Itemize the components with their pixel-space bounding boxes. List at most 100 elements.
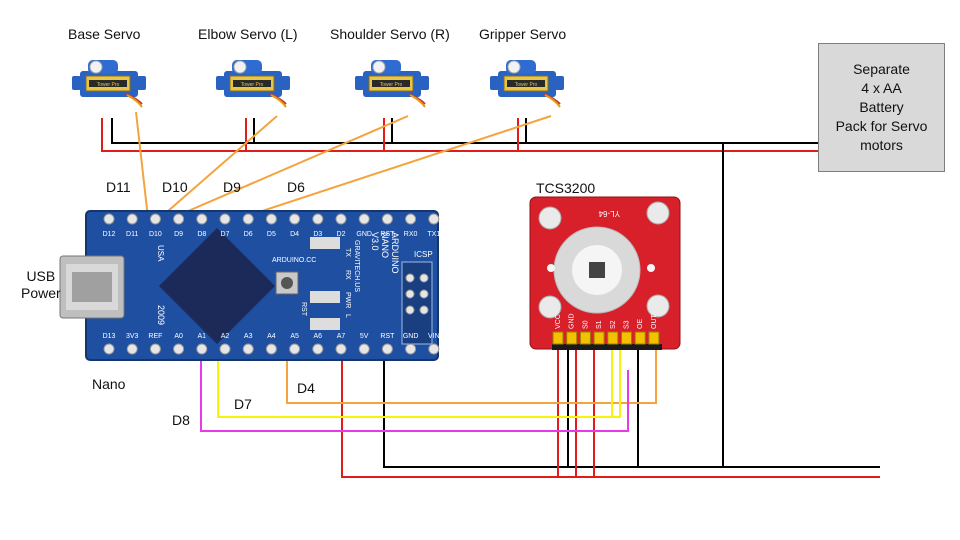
nano-top-pin-hole — [289, 213, 301, 225]
nano-bottom-pin-label: GND — [403, 333, 419, 340]
nano-bottom-pin-label: 5V — [360, 333, 369, 340]
signal-d6-gripper — [240, 115, 552, 219]
nano-bottom-pin-hole — [405, 343, 417, 355]
gripper-servo-label: Gripper Servo — [479, 26, 567, 42]
nano-top-pin-hole — [428, 213, 440, 225]
battery-pack-box: Separate 4 x AA Battery Pack for Servo m… — [818, 43, 945, 172]
sensor-header-pin — [579, 331, 591, 345]
nano-top-pin-hole — [173, 213, 185, 225]
nano-bottom-pin-hole — [126, 343, 138, 355]
nano-top-pin-hole — [103, 213, 115, 225]
nano-bottom-pin-label: A3 — [244, 333, 253, 340]
nano-top-pin-label: D8 — [197, 231, 206, 238]
nano-bottom-pin-label: A7 — [337, 333, 346, 340]
sensor-header-pin — [593, 331, 605, 345]
servo-sticker-text: Tower Pro — [380, 82, 403, 88]
nano-bottom-pin-label: A2 — [221, 333, 230, 340]
battery-label-line: 4 x AA — [861, 80, 902, 96]
nano-top-pin-hole — [149, 213, 161, 225]
sensor-header-pin — [566, 331, 578, 345]
nano-silk-arduino-cc: ARDUINO.CC — [272, 257, 316, 264]
nano-bottom-pin-label: A1 — [198, 333, 207, 340]
sensor-header-pin — [552, 331, 564, 345]
servo-sticker-text: Tower Pro — [97, 82, 120, 88]
pin-label-d7: D7 — [234, 396, 252, 412]
signal-d7-s3 — [612, 348, 621, 418]
nano-bottom-pin-hole — [149, 343, 161, 355]
nano-top-pin-hole — [381, 213, 393, 225]
nano-top-pin-label: D7 — [221, 231, 230, 238]
nano-top-pin-hole — [335, 213, 347, 225]
pin-label-d9: D9 — [223, 179, 241, 195]
nano-bottom-pin-hole — [265, 343, 277, 355]
pin-label-d11: D11 — [106, 179, 131, 195]
battery-label-line: Pack for Servo — [835, 118, 928, 134]
nano-top-pin-label: RX0 — [404, 231, 418, 238]
nano-bottom-pin-hole — [173, 343, 185, 355]
signal-d10-elbow — [159, 115, 278, 219]
nano-silk-arduino: ARDUINO — [390, 232, 400, 274]
nano-top-pin-label: D12 — [103, 231, 116, 238]
nano-top-pin-label: TX1 — [427, 231, 440, 238]
nano-top-pin-hole — [242, 213, 254, 225]
signal-d9-shoulder — [171, 115, 409, 219]
sensor-header-pin — [607, 331, 619, 345]
nano-bottom-pin-label: 3V3 — [126, 333, 139, 340]
nano-bottom-pin-hole — [242, 343, 254, 355]
main-power-rail — [341, 339, 880, 478]
nano-bottom-pin-hole — [358, 343, 370, 355]
servo-ground-bus — [111, 118, 818, 144]
nano-silk-nano: NANO — [380, 232, 390, 258]
signal-d11-base — [135, 111, 149, 219]
nano-icsp-label: ICSP — [414, 250, 433, 259]
nano-bottom-pin-label: RST — [380, 333, 395, 340]
nano-led-label: L — [344, 314, 351, 318]
nano-icsp-pin-hole — [419, 305, 429, 315]
nano-top-pin-hole — [358, 213, 370, 225]
nano-top-pin-label: RST — [380, 231, 395, 238]
nano-top-pin-label: GND — [356, 231, 372, 238]
usb-power-line: USB — [26, 268, 56, 284]
nano-icsp-pin-hole — [405, 273, 415, 283]
nano-silk-version: V3.0 — [370, 232, 380, 251]
nano-top-pin-hole — [312, 213, 324, 225]
sensor-header-pin — [621, 331, 632, 345]
nano-top-pin-hole — [196, 213, 208, 225]
nano-top-pin-label: D6 — [244, 231, 253, 238]
nano-bottom-pin-label: A4 — [267, 333, 276, 340]
main-ground-rail — [383, 339, 880, 468]
servo-sticker-text: Tower Pro — [241, 82, 264, 88]
sensor-pin-label: OUT — [651, 314, 658, 330]
battery-label-line: motors — [860, 137, 903, 153]
nano-top-pin-label: D11 — [126, 231, 138, 238]
servo-power-bus — [101, 118, 818, 152]
nano-top-pin-label: D5 — [267, 231, 276, 238]
sensor-pin-label: S1 — [596, 320, 603, 329]
nano-top-pin-hole — [265, 213, 277, 225]
nano-top-pin-label: D10 — [149, 231, 162, 238]
nano-rst-button-label: RST — [300, 302, 307, 317]
nano-led-label: PWR — [344, 292, 351, 308]
nano-top-pin-label: D2 — [337, 231, 346, 238]
nano-caption: Nano — [92, 376, 126, 392]
nano-bottom-pin-hole — [103, 343, 115, 355]
nano-usa-label: USA — [156, 245, 165, 262]
nano-bottom-pin-hole — [381, 343, 393, 355]
sensor-pin-label: GND — [569, 313, 576, 329]
nano-icsp-pin-hole — [419, 289, 429, 299]
sensor-pin-label: S3 — [624, 320, 631, 329]
sensor-model-label: YL-64 — [598, 209, 620, 218]
pin-label-d4: D4 — [297, 380, 315, 396]
nano-bottom-pin-label: A6 — [314, 333, 323, 340]
servo-sticker-text: Tower Pro — [515, 82, 538, 88]
nano-top-pin-hole — [219, 213, 231, 225]
elbow-servo-label: Elbow Servo (L) — [198, 26, 298, 42]
pin-label-d8: D8 — [172, 412, 190, 428]
nano-led-label: TX — [344, 248, 351, 257]
nano-led-label: RX — [344, 270, 351, 280]
nano-top-pin-hole — [405, 213, 417, 225]
nano-bottom-pin-label: A0 — [174, 333, 183, 340]
